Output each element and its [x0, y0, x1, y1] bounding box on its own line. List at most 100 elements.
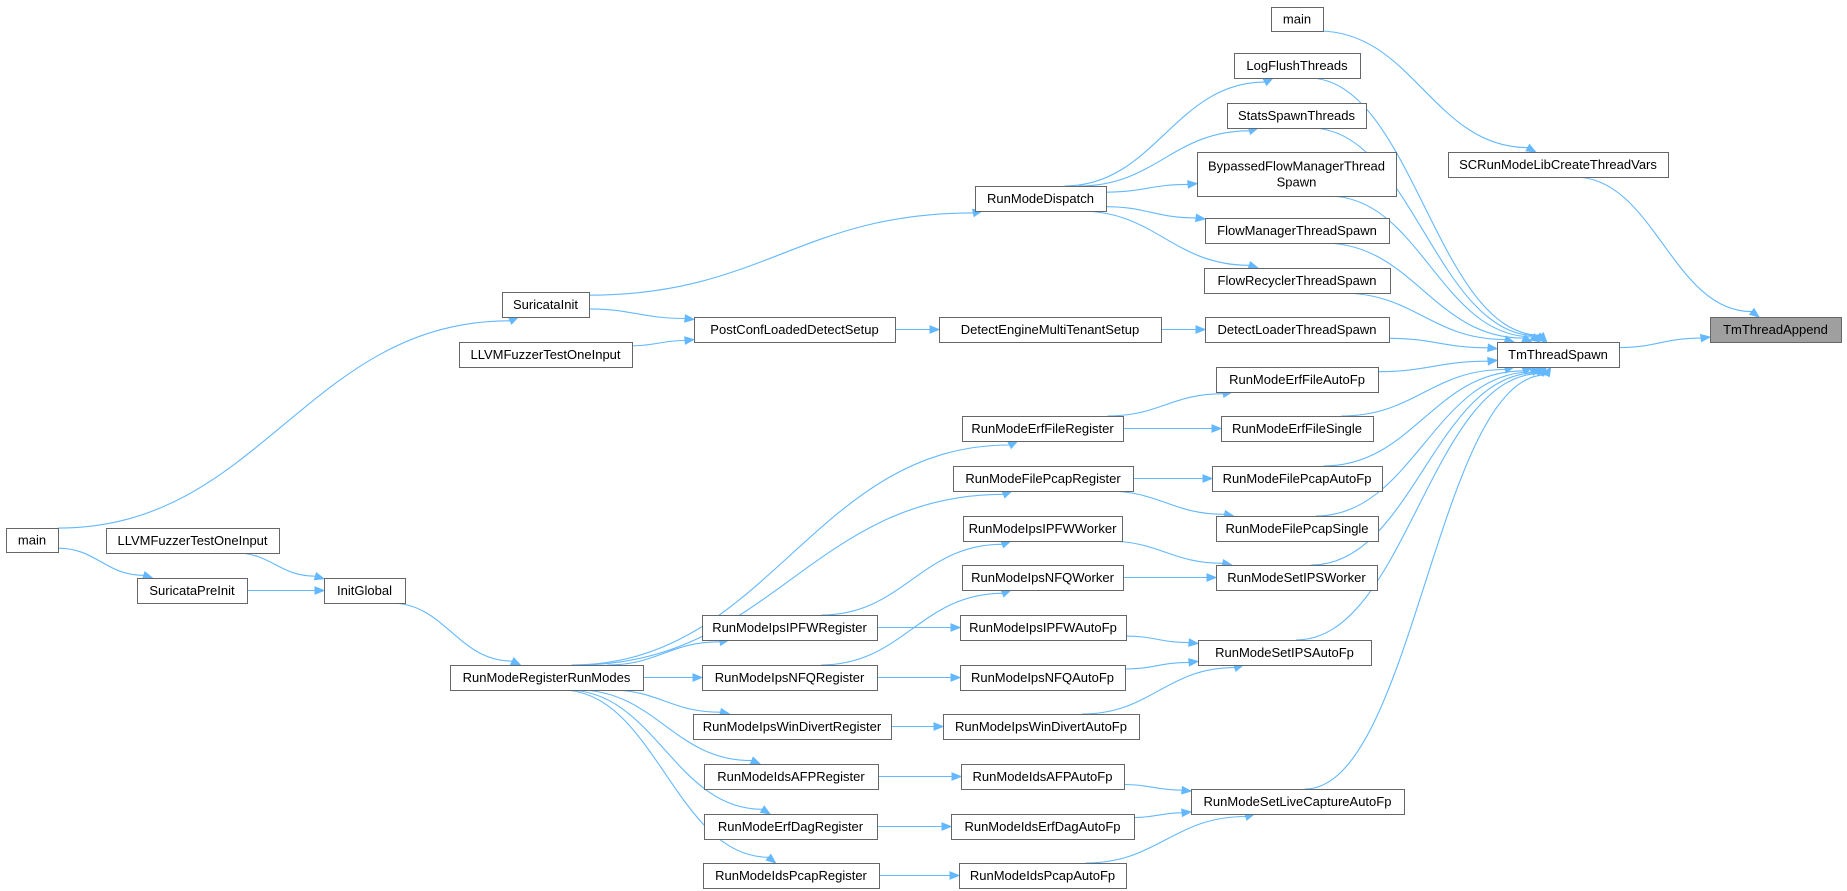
node-setipsworker[interactable]: RunModeSetIPSWorker	[1216, 565, 1378, 591]
edge-detloader-to-tmspawn	[1388, 337, 1499, 353]
node-box	[939, 317, 1162, 343]
edge-erfreg-to-erfsingle	[1122, 424, 1223, 433]
node-rmregister[interactable]: RunModeRegisterRunModes	[450, 665, 644, 691]
node-label: PostConfLoadedDetectSetup	[710, 322, 878, 337]
node-label: RunModeIpsWinDivertRegister	[703, 719, 882, 734]
node-label: RunModeIpsIPFWAutoFp	[969, 620, 1117, 635]
node-initglobal[interactable]: InitGlobal	[324, 578, 406, 604]
node-nfqworker[interactable]: RunModeIpsNFQWorker	[962, 565, 1124, 591]
node-pcapidsreg[interactable]: RunModeIdsPcapRegister	[703, 863, 880, 889]
node-label: RunModeIdsAFPRegister	[717, 769, 865, 784]
node-label: FlowRecyclerThreadSpawn	[1218, 273, 1377, 288]
node-windivautofp[interactable]: RunModeIpsWinDivertAutoFp	[943, 714, 1140, 740]
node-postconf[interactable]: PostConfLoadedDetectSetup	[694, 317, 896, 343]
node-box	[6, 528, 59, 553]
node-ipfwreg[interactable]: RunModeIpsIPFWRegister	[702, 615, 878, 641]
node-main_left[interactable]: main	[6, 528, 59, 553]
edge-arrowhead	[951, 772, 963, 781]
edge-line	[1107, 393, 1224, 417]
edge-line	[1323, 370, 1524, 467]
node-setlivecap[interactable]: RunModeSetLiveCaptureAutoFp	[1191, 789, 1405, 815]
node-label: RunModeDispatch	[987, 191, 1094, 206]
edge-suripreinit-to-initglobal	[247, 586, 326, 595]
node-box	[702, 665, 878, 691]
node-box	[1271, 7, 1324, 32]
edge-arrowhead	[1195, 213, 1207, 223]
node-label: SuricataPreInit	[149, 583, 235, 598]
edge-line	[1311, 372, 1537, 566]
edge-arrowhead	[313, 571, 326, 581]
node-erfautofp[interactable]: RunModeErfFileAutoFp	[1216, 367, 1379, 393]
node-flowmgr[interactable]: FlowManagerThreadSpawn	[1205, 218, 1390, 244]
edge-arrowhead	[1001, 490, 1014, 499]
node-llvm1[interactable]: LLVMFuzzerTestOneInput	[459, 342, 633, 368]
node-box	[1216, 367, 1379, 393]
node-box	[1448, 152, 1669, 178]
node-ipfwworker[interactable]: RunModeIpsIPFWWorker	[963, 516, 1123, 542]
node-llvm2[interactable]: LLVMFuzzerTestOneInput	[106, 528, 280, 554]
edge-line	[1079, 130, 1250, 187]
node-pcapidsautofp[interactable]: RunModeIdsPcapAutoFp	[959, 863, 1127, 889]
edge-erfautofp-to-tmspawn	[1377, 356, 1499, 373]
node-label: LogFlushThreads	[1246, 58, 1348, 73]
node-nfqreg[interactable]: RunModeIpsNFQRegister	[702, 665, 878, 691]
node-box	[975, 186, 1107, 212]
edge-line	[1328, 195, 1533, 338]
node-ipfwautofp[interactable]: RunModeIpsIPFWAutoFp	[960, 615, 1127, 641]
node-tmappend: TmThreadAppend	[1710, 317, 1842, 343]
edge-arrowhead	[933, 722, 945, 731]
node-suricatainit[interactable]: SuricataInit	[502, 292, 590, 318]
node-nfqautofp[interactable]: RunModeIpsNFQAutoFp	[960, 665, 1126, 691]
node-afpreg[interactable]: RunModeIdsAFPRegister	[704, 764, 879, 790]
node-erfdagreg[interactable]: RunModeErfDagRegister	[704, 814, 878, 840]
node-statsspawn[interactable]: StatsSpawnThreads	[1227, 103, 1367, 129]
edge-line	[1377, 360, 1489, 373]
edge-arrowhead	[1700, 333, 1712, 343]
edge-line	[577, 493, 1004, 666]
node-label: TmThreadSpawn	[1508, 347, 1608, 362]
node-label: RunModeIdsPcapAutoFp	[970, 868, 1115, 883]
edge-rmdispatch-to-flowmgr	[1105, 206, 1207, 223]
node-label: RunModeFilePcapSingle	[1225, 521, 1368, 536]
node-detloader[interactable]: DetectLoaderThreadSpawn	[1205, 317, 1390, 343]
node-erfreg[interactable]: RunModeErfFileRegister	[962, 416, 1124, 442]
edge-line	[631, 339, 686, 347]
node-afpautofp[interactable]: RunModeIdsAFPAutoFp	[961, 764, 1125, 790]
node-pcapsingle[interactable]: RunModeFilePcapSingle	[1216, 516, 1379, 542]
node-label: StatsSpawnThreads	[1238, 108, 1356, 123]
node-tmspawn[interactable]: TmThreadSpawn	[1497, 342, 1620, 368]
node-pcapreg[interactable]: RunModeFilePcapRegister	[953, 466, 1134, 492]
edge-line	[1308, 77, 1541, 336]
edge-rmregister-to-pcapidsreg	[561, 689, 777, 864]
node-erfdagautofp[interactable]: RunModeIdsErfDagAutoFp	[951, 814, 1135, 840]
edge-arrowhead	[509, 657, 522, 666]
node-flowrec[interactable]: FlowRecyclerThreadSpawn	[1204, 268, 1391, 294]
edge-initglobal-to-rmregister	[390, 602, 522, 666]
node-setipsautofp[interactable]: RunModeSetIPSAutoFp	[1198, 640, 1372, 666]
edge-arrowhead	[950, 673, 962, 682]
node-box	[450, 665, 644, 691]
edge-line	[1079, 210, 1250, 266]
node-rmdispatch[interactable]: RunModeDispatch	[975, 186, 1107, 212]
edge-arrowhead	[1542, 365, 1552, 378]
node-box	[1221, 416, 1374, 442]
node-pcapautofp[interactable]: RunModeFilePcapAutoFp	[1212, 466, 1383, 492]
edge-setlivecap-to-tmspawn	[1304, 365, 1552, 790]
node-scrunmode[interactable]: SCRunModeLibCreateThreadVars	[1448, 152, 1669, 178]
node-label: RunModeErfFileSingle	[1232, 421, 1362, 436]
node-erfsingle[interactable]: RunModeErfFileSingle	[1221, 416, 1374, 442]
node-suripreinit[interactable]: SuricataPreInit	[137, 578, 248, 604]
node-demts[interactable]: DetectEngineMultiTenantSetup	[939, 317, 1162, 343]
node-main_top[interactable]: main	[1271, 7, 1324, 32]
edge-arrowhead	[759, 805, 772, 815]
edge-line	[1618, 337, 1702, 349]
node-label: RunModeErfFileAutoFp	[1229, 372, 1365, 387]
edge-ipfwworker-to-setipsworker	[1107, 540, 1234, 568]
node-logflush[interactable]: LogFlushThreads	[1234, 53, 1361, 79]
edge-suricatainit-to-postconf	[588, 308, 696, 323]
node-windivreg[interactable]: RunModeIpsWinDivertRegister	[693, 714, 892, 740]
edge-rmdispatch-to-bypassed	[1105, 180, 1199, 193]
node-label: RunModeIpsIPFWRegister	[712, 620, 867, 635]
